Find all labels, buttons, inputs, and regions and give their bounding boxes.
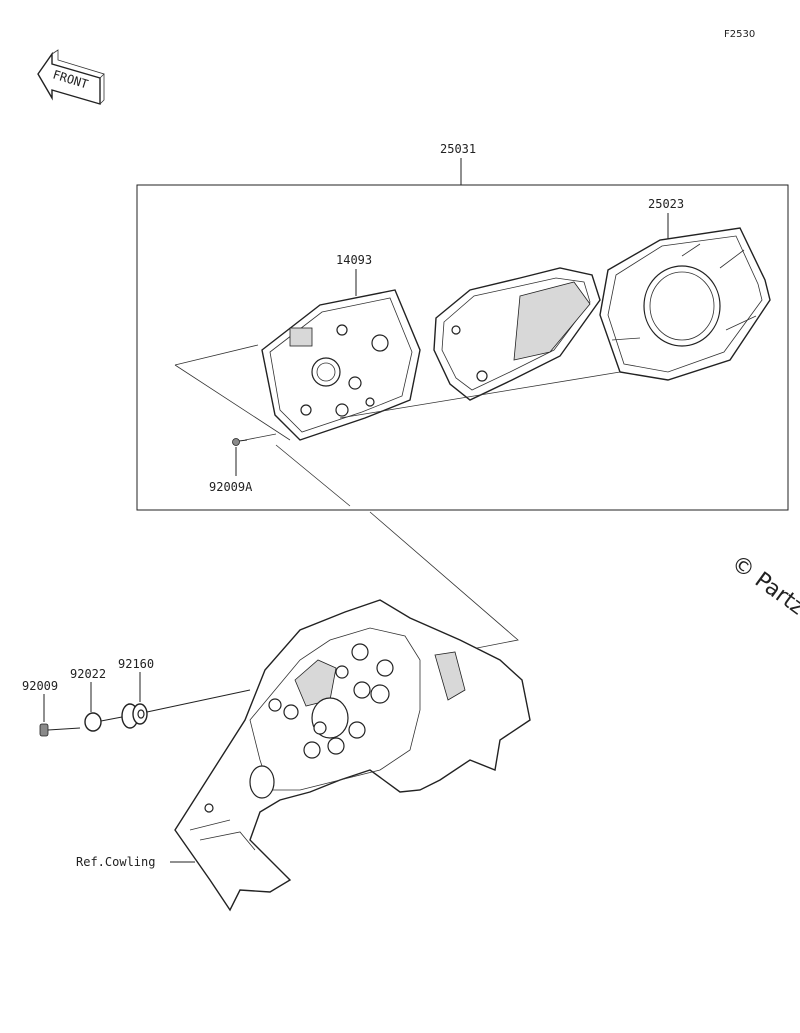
screw-icon-case (232, 438, 248, 446)
meter-lower-case (261, 289, 421, 441)
cowling (174, 599, 531, 912)
part-label-lower-case: 14093 (336, 253, 372, 267)
figure-code: F2530 (724, 29, 755, 40)
part-label-case-screw: 92009A (209, 480, 253, 494)
meter-upper-case (599, 227, 771, 381)
grommet-icon (121, 689, 251, 729)
washer-icon (84, 712, 123, 732)
front-arrow-icon: FRONT (37, 49, 105, 105)
part-label-upper-case: 25023 (648, 197, 684, 211)
part-label-grommet: 92160 (118, 657, 154, 671)
reference-label: Ref.Cowling (76, 855, 155, 869)
part-label-mount-screw: 92009 (22, 679, 58, 693)
watermark: © Partz (726, 551, 800, 621)
meter-inner-unit (433, 267, 601, 401)
screw-icon-mount (39, 723, 81, 737)
assembly-label: 25031 (440, 142, 476, 156)
guide-line-screw (244, 433, 277, 441)
assembly-bracket (136, 184, 789, 511)
part-label-washer: 92022 (70, 667, 106, 681)
guide-line-case (174, 344, 621, 441)
